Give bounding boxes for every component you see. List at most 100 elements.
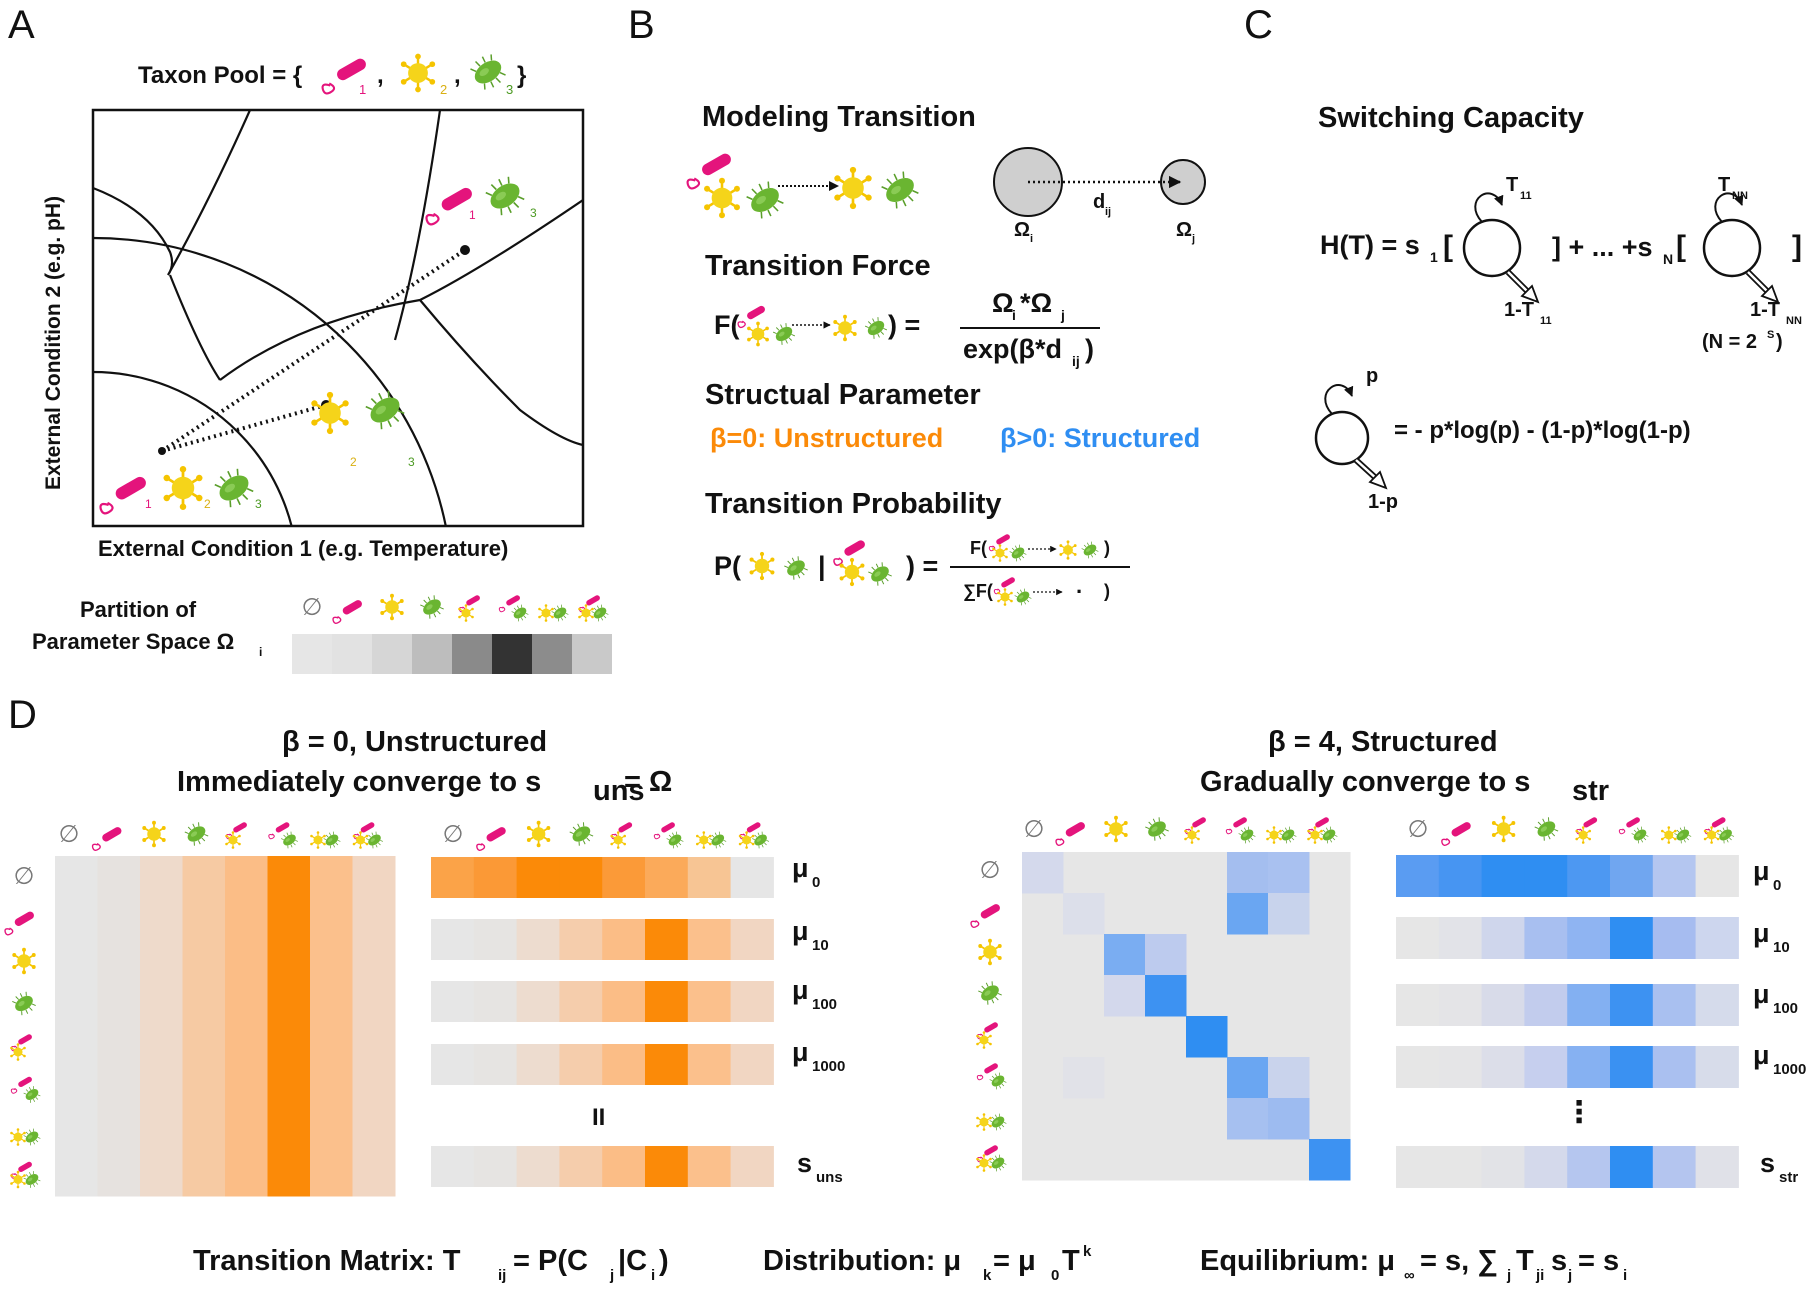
vector-cell <box>1610 1046 1654 1088</box>
panel-label-d: D <box>8 693 37 737</box>
svg-text:p: p <box>1366 365 1378 387</box>
transition-arrow-long <box>160 248 467 453</box>
svg-text:2: 2 <box>204 497 211 511</box>
vector-cell <box>687 981 732 1022</box>
left-title-2: Immediately converge to s <box>177 766 541 798</box>
switching-capacity-heading: Switching Capacity <box>1318 102 1584 134</box>
svg-text:μ: μ <box>1753 979 1770 1009</box>
svg-text:*Ω: *Ω <box>1020 288 1052 318</box>
vector-cell <box>559 981 603 1022</box>
matrix-cell <box>267 856 311 899</box>
yellow-virus-icon <box>977 937 1003 967</box>
green-bacterium-icon <box>321 829 343 851</box>
vector-cell <box>1481 855 1525 897</box>
matrix-cell <box>310 898 353 942</box>
yellow-virus-icon <box>162 464 204 512</box>
matrix-cell-highlight <box>1186 1016 1228 1058</box>
yellow-virus-icon <box>309 830 327 850</box>
matrix-cell <box>97 941 141 984</box>
vector-cell <box>1652 984 1697 1026</box>
matrix-cell <box>1309 1016 1351 1058</box>
svg-text:P(: P( <box>714 551 741 581</box>
pink-bacterium-icon <box>91 825 124 852</box>
green-bacterium-icon <box>664 829 686 851</box>
yellow-virus-icon <box>748 551 776 581</box>
matrix-cell-highlight <box>1104 934 1146 976</box>
svg-text:): ) <box>1104 581 1110 601</box>
transition-matrix-definition: Transition Matrix: T <box>193 1245 461 1277</box>
matrix-cell-highlight <box>1268 1057 1310 1099</box>
svg-text:uns: uns <box>593 775 645 807</box>
matrix-cell <box>1309 852 1351 894</box>
partition-cell <box>412 634 452 674</box>
svg-text:10: 10 <box>1773 939 1790 956</box>
green-bacterium-icon <box>481 171 529 221</box>
matrix-cell <box>352 1068 396 1112</box>
matrix-cell <box>225 1111 268 1154</box>
vector-cell <box>473 1146 518 1187</box>
structural-parameter-heading: Structual Parameter <box>705 379 981 411</box>
matrix-cell-highlight <box>1268 852 1310 894</box>
taxon-pool-close: } <box>517 62 526 89</box>
comma-1: , <box>377 62 384 89</box>
matrix-cell <box>1227 934 1269 976</box>
matrix-cell <box>1063 975 1105 1017</box>
svg-text:∞: ∞ <box>1404 1267 1415 1284</box>
yellow-virus-icon <box>975 1153 993 1173</box>
pink-bacterium-icon <box>611 820 634 840</box>
empty-set-icon: ∅ <box>980 857 1001 884</box>
pink-bacterium-icon <box>458 593 482 613</box>
vector-cell <box>1481 1046 1525 1088</box>
matrix-cell <box>310 983 353 1027</box>
green-bacterium-icon <box>1715 824 1736 846</box>
blue-transition-matrix <box>1022 852 1351 1181</box>
matrix-cell <box>310 941 353 984</box>
svg-text:]: ] <box>1792 230 1802 263</box>
vector-cell <box>1567 1046 1611 1088</box>
vector-cell <box>1610 984 1654 1026</box>
matrix-cell <box>1063 1139 1105 1181</box>
matrix-cell <box>1104 893 1146 935</box>
panel-a: Taxon Pool = { 1 , 2 , 3 } <box>32 49 612 674</box>
partition-cell <box>292 634 332 674</box>
svg-text:μ: μ <box>1753 1040 1770 1070</box>
vector-cell <box>1695 855 1739 897</box>
green-bacterium-icon <box>210 463 258 513</box>
matrix-cell-highlight <box>1227 852 1269 894</box>
partition-label-2: Parameter Space Ω <box>32 629 234 654</box>
svg-text:j: j <box>1191 233 1195 245</box>
green-bacterium-icon <box>589 602 611 624</box>
empty-set-icon: ∅ <box>59 821 80 848</box>
matrix-cell <box>1145 893 1187 935</box>
partition-icons: ∅ <box>302 592 611 625</box>
matrix-cell <box>97 1026 141 1069</box>
vector-cell <box>1524 1046 1568 1088</box>
yellow-virus-icon <box>1491 814 1517 844</box>
svg-text:ji: ji <box>1535 1267 1544 1284</box>
matrix-cell-highlight <box>1145 975 1187 1017</box>
vector-cell <box>730 1044 774 1085</box>
yellow-virus-icon <box>975 1030 993 1050</box>
empty-set-icon: ∅ <box>302 594 323 621</box>
svg-text:T: T <box>1516 1245 1534 1277</box>
matrix-cell <box>1145 1098 1187 1140</box>
svg-text:i: i <box>1030 233 1033 245</box>
svg-text:): ) <box>1085 334 1094 364</box>
svg-text:100: 100 <box>812 996 837 1013</box>
matrix-cell <box>267 941 311 984</box>
matrix-cell <box>225 1153 268 1197</box>
matrix-cell <box>352 856 396 899</box>
svg-text:T: T <box>1062 1245 1080 1277</box>
green-bacterium-icon <box>1142 814 1172 844</box>
yellow-virus-icon <box>695 830 713 850</box>
pink-bacterium-icon <box>1576 815 1599 835</box>
vector-cell <box>559 857 603 898</box>
vector-cell <box>1396 855 1440 897</box>
pink-bacterium-icon <box>225 820 249 840</box>
svg-text:μ: μ <box>792 975 809 1005</box>
vector-cell <box>602 1146 646 1187</box>
vector-cell <box>645 1146 689 1187</box>
vector-cell <box>687 1044 732 1085</box>
vector-cell <box>730 1146 774 1187</box>
vector-cell <box>645 919 689 960</box>
